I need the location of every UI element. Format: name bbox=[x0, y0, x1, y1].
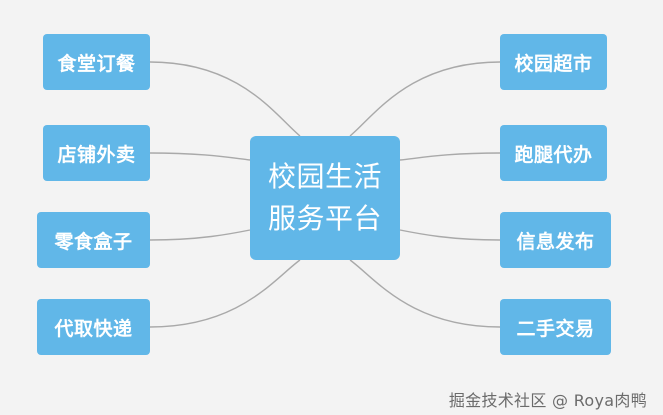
node-errand-service: 跑腿代办 bbox=[500, 125, 607, 181]
center-node-line-2: 服务平台 bbox=[267, 202, 382, 235]
node-snack-box: 零食盒子 bbox=[37, 212, 150, 268]
node-campus-supermarket: 校园超市 bbox=[500, 34, 607, 90]
node-info-posting: 信息发布 bbox=[500, 212, 611, 268]
node-shop-takeout: 店铺外卖 bbox=[43, 125, 150, 181]
connector-right-2 bbox=[399, 152, 501, 161]
center-node: 校园生活 服务平台 bbox=[250, 136, 400, 260]
connector-left-2 bbox=[149, 152, 251, 161]
center-node-line-1: 校园生活 bbox=[267, 160, 382, 193]
connector-left-1 bbox=[149, 61, 301, 137]
node-second-hand-trading: 二手交易 bbox=[500, 299, 611, 355]
connector-left-3 bbox=[149, 229, 251, 241]
node-canteen-ordering: 食堂订餐 bbox=[43, 34, 150, 90]
connector-right-1 bbox=[349, 61, 501, 137]
connector-left-4 bbox=[149, 259, 301, 328]
watermark: 掘金技术社区 @ Roya肉鸭 bbox=[448, 391, 647, 410]
node-parcel-pickup: 代取快递 bbox=[37, 299, 150, 355]
connector-right-4 bbox=[349, 259, 501, 328]
connector-right-3 bbox=[399, 229, 501, 241]
